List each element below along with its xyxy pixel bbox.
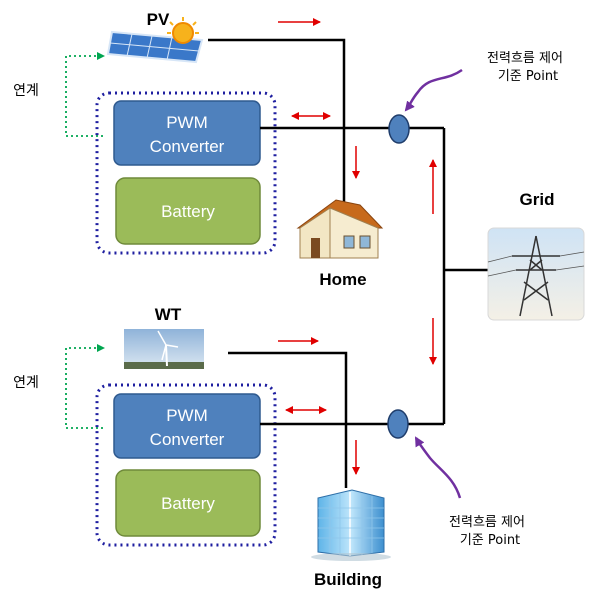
battery-box-top (115, 177, 261, 245)
control-point-node-bottom (387, 409, 409, 439)
pwm-converter-box-top (113, 100, 261, 166)
battery-label-top: Battery (161, 202, 215, 221)
pwm-label-bottom: PWM (166, 406, 208, 425)
control-point-bottom-line2: 기준 Point (460, 533, 520, 548)
pv-panel-icon (106, 17, 204, 64)
home-label: Home (319, 270, 366, 289)
pwm-converter-box-bottom (113, 393, 261, 459)
storage-group-frame-top (95, 91, 277, 255)
wt-feeder-line (228, 351, 348, 424)
grid-tower-icon (487, 227, 585, 321)
converter-label-top: Converter (150, 137, 225, 156)
battery-label-bottom: Battery (161, 494, 215, 513)
callout-arrow-top (404, 68, 463, 112)
link-label-top: 연계 (13, 83, 39, 99)
building-icon (311, 489, 391, 561)
building-label: Building (314, 570, 382, 589)
pv-label: PV (147, 10, 170, 29)
storage-group-frame-bottom (95, 383, 277, 547)
control-point-node-top (388, 114, 410, 144)
callout-arrow-bottom (414, 436, 462, 499)
pwm-label-top: PWM (166, 113, 208, 132)
control-point-top-line1: 전력흐름 제어 (487, 51, 563, 66)
grid-label: Grid (520, 190, 555, 209)
link-arrow-bottom (65, 344, 105, 429)
link-label-bottom: 연계 (13, 375, 39, 391)
wt-label: WT (155, 305, 182, 324)
converter-label-bottom: Converter (150, 430, 225, 449)
link-arrow-top (65, 52, 105, 137)
control-point-bottom-line1: 전력흐름 제어 (449, 515, 525, 530)
wind-turbine-icon (124, 329, 204, 369)
pv-feeder-line (208, 38, 346, 128)
control-point-top-line2: 기준 Point (498, 69, 558, 84)
home-icon (296, 199, 384, 259)
battery-box-bottom (115, 469, 261, 537)
